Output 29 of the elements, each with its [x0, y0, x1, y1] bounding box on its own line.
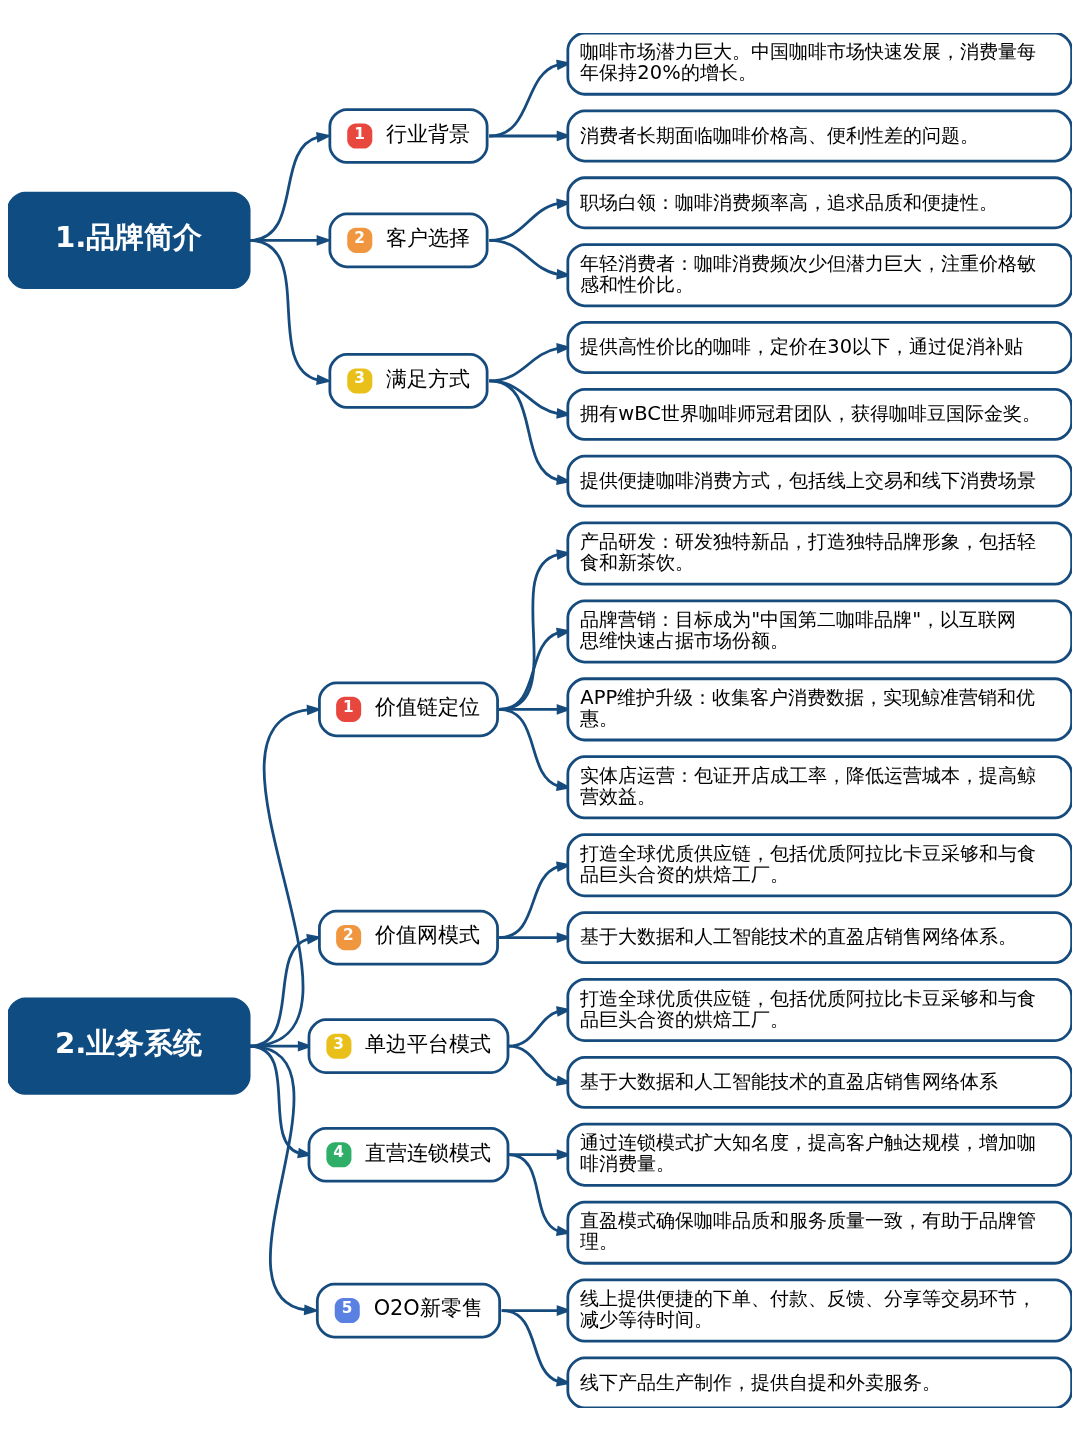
node-box: 拥有wBC世界咖啡师冠君团队，获得咖啡豆国际金奖。: [566, 387, 1072, 441]
node-box: 3 单边平台模式: [307, 1017, 510, 1074]
node-box: 直盈模式确保咖啡品质和服务质量一致，有助于品牌管理。: [566, 1200, 1072, 1265]
node-box: 4 直营连锁模式: [307, 1126, 510, 1183]
node-box: 打造全球优质供应链，包括优质阿拉比卡豆采够和与食品巨头合资的烘焙工厂。: [566, 977, 1072, 1042]
node-box: 2 价值网模式: [318, 909, 499, 965]
node-box: 2.业务系统: [8, 996, 251, 1095]
node-box: 实体店运营：包证开店成工率，降低运营城本，提高鲸营效益。: [566, 754, 1072, 819]
node-box: 提供高性价比的咖啡，定价在30以下，通过促消补贴: [566, 320, 1072, 374]
node-box: 3 满足方式: [328, 352, 489, 409]
node-box: 线下产品生产制作，提供自提和外卖服务。: [566, 1356, 1072, 1408]
node-box: 产品研发：研发独特新品，打造独特品牌形象，包括轻食和新茶饮。: [566, 521, 1072, 585]
node-box: 1 价值链定位: [318, 681, 499, 737]
node-box: 职场白领：咖啡消费频率高，追求品质和便捷性。: [566, 175, 1072, 229]
node-box: 通过连锁模式扩大知名度，提高客户触达规模，增加咖啡消费量。: [566, 1122, 1072, 1187]
node-box: 5 O2O新零售: [315, 1282, 502, 1338]
node-box: APP维护升级：收集客户消费数据，实现鲸准营销和优惠。: [566, 676, 1072, 741]
node-box: 咖啡市场潜力巨大。中国咖啡市场快速发展，消费量每年保持20%的增长。: [566, 32, 1072, 96]
node-box: 消费者长期面临咖啡价格高、便利性差的问题。: [566, 109, 1072, 162]
node-box: 2 客户选择: [328, 212, 489, 268]
node-box: 线上提供便捷的下单、付款、反馈、分享等交易环节，减少等待时间。: [566, 1278, 1072, 1343]
node-box: 基于大数据和人工智能技术的直盈店销售网络体系。: [566, 910, 1072, 964]
node-box: 基于大数据和人工智能技术的直盈店销售网络体系: [566, 1055, 1072, 1109]
node-box: 打造全球优质供应链，包括优质阿拉比卡豆采够和与食品巨头合资的烘焙工厂。: [566, 832, 1072, 897]
node-box: 提供便捷咖啡消费方式，包括线上交易和线下消费场景: [566, 454, 1072, 508]
node-box: 1 行业背景: [328, 107, 489, 164]
node-box: 品牌营销：目标成为"中国第二咖啡品牌"，以互联网思维快速占据市场份额。: [566, 598, 1072, 663]
node-box: 年轻消费者：咖啡消费频次少但潜力巨大，注重价格敏感和性价比。: [566, 242, 1072, 307]
node-box: 1.品牌简介: [8, 191, 251, 289]
